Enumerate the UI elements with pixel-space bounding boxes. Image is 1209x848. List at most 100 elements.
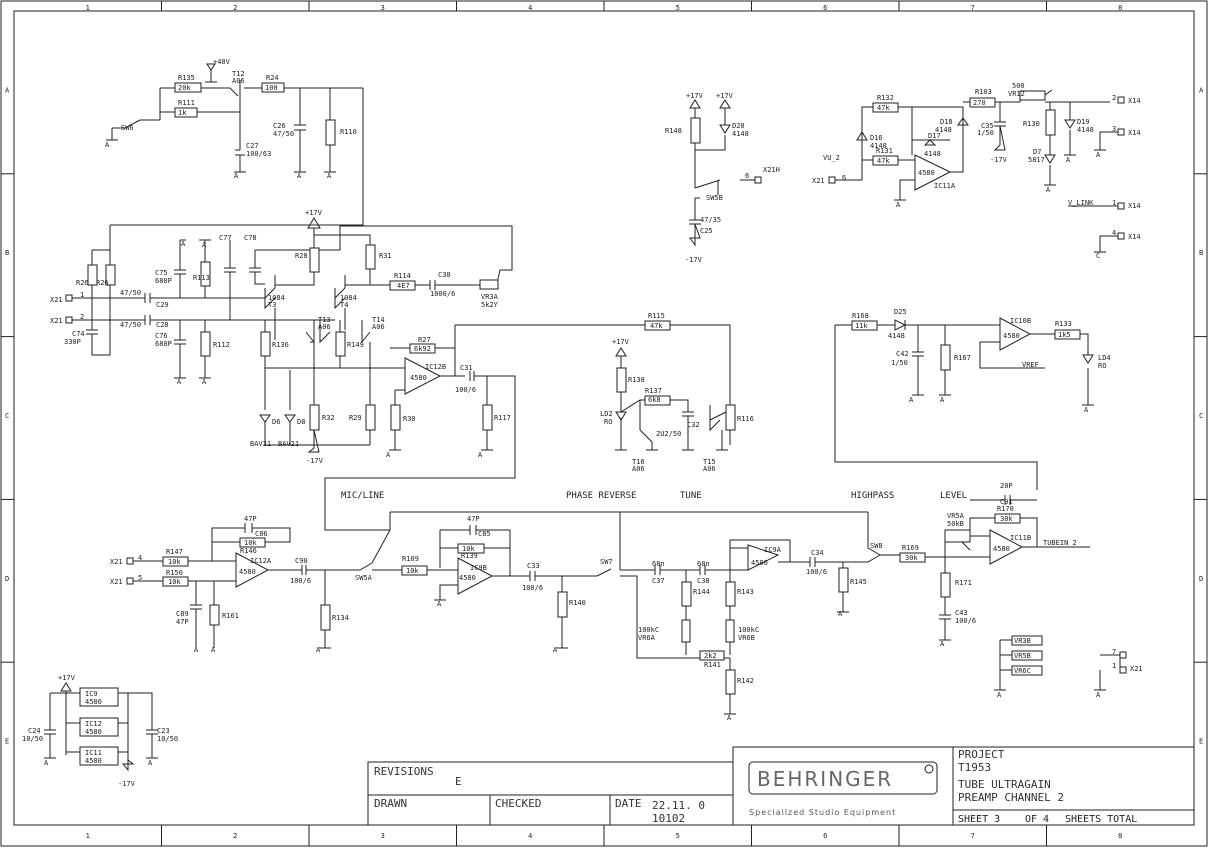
grid-column-label: 8	[1118, 832, 1122, 840]
x14-label: X14	[1128, 233, 1141, 241]
r112-ref: R112	[213, 341, 230, 349]
r167-ref: R167	[954, 354, 971, 362]
ic9b-val: 4580	[459, 574, 476, 582]
r26-ref: R26	[96, 279, 109, 287]
c76-ref: C76	[155, 332, 168, 340]
r31-ref: R31	[379, 252, 392, 260]
c42-ref: C42	[896, 350, 909, 358]
c74-ref: C74	[72, 330, 85, 338]
d19-ref: D19	[1077, 118, 1090, 126]
rail-label: +17V	[58, 674, 76, 682]
vr3b-ref: VR3B	[1014, 637, 1031, 645]
behringer-logo: BEHRINGER	[757, 767, 893, 791]
c32-ref: C32	[687, 421, 700, 429]
gnd: A	[553, 646, 558, 654]
project-name-1: TUBE ULTRAGAIN	[958, 778, 1051, 791]
sheet-number: SHEET 3	[958, 814, 1000, 825]
d16-val: 4148	[870, 142, 887, 150]
rail-label: +17V	[716, 92, 734, 100]
vu-block: VU_2 X21 6 R132 47k R131 47k D16 4148 IC…	[812, 82, 1141, 260]
d8-val: BAV21	[278, 440, 299, 448]
r161-ref: R161	[222, 612, 239, 620]
c85-val: 47P	[467, 515, 480, 523]
c26-val: 47/50	[273, 130, 294, 138]
pin: 5	[138, 574, 142, 582]
grid-column-label: 7	[971, 832, 975, 840]
r145-ref: R145	[850, 578, 867, 586]
section-highpass: HIGHPASS	[851, 491, 894, 501]
r110-ref: R110	[340, 128, 357, 136]
r116-ref: R116	[737, 415, 754, 423]
r133-ref: R133	[1055, 320, 1072, 328]
c75-ref: C75	[155, 269, 168, 277]
date-label: DATE	[615, 797, 642, 810]
vr12-val: 500	[1012, 82, 1025, 90]
rail-label: -17V	[990, 156, 1008, 164]
c29-ref: C29	[156, 301, 169, 309]
grid-column-label: 3	[381, 4, 385, 12]
rail-label: +48V	[213, 58, 231, 66]
d25-val: 4148	[888, 332, 905, 340]
sw5b-block: +17V +17V R148 D20 4148 6 X21H SW5B 47/3…	[665, 92, 780, 264]
c38-val: 68n	[697, 560, 710, 568]
t12-ref: T12	[232, 70, 245, 78]
vr12-ref: VR12	[1008, 90, 1025, 98]
rail-label: +17V	[305, 209, 323, 217]
pin: 2	[1112, 94, 1116, 102]
c26-ref: C26	[273, 122, 286, 130]
ic12-val: 4580	[85, 728, 102, 736]
grid-column-label: 1	[86, 832, 90, 840]
ic11-ref: IC11	[85, 749, 102, 757]
c28-val: 47/50	[120, 321, 141, 329]
pin: 7	[1112, 648, 1116, 656]
grid-column-label: 8	[1118, 4, 1122, 12]
c27-ref: C27	[246, 142, 259, 150]
gnd: A	[838, 610, 843, 618]
drawn-label: DRAWN	[374, 797, 407, 810]
pin: 1	[1112, 199, 1116, 207]
c25-ref: C25	[700, 227, 713, 235]
c43-ref: C43	[955, 609, 968, 617]
r148b-ref: R148	[665, 127, 682, 135]
r146-ref: R146	[240, 547, 257, 555]
sheet-of: OF 4	[1025, 814, 1049, 825]
x21-label: X21	[110, 578, 123, 586]
title-block[interactable]: REVISIONS E DRAWN CHECKED DATE 22.11. 0 …	[367, 746, 1195, 826]
r146-val: 10k	[244, 539, 257, 547]
c77-ref: C77	[219, 234, 232, 242]
grid-row-label: C	[1199, 412, 1203, 420]
gnd: A	[327, 172, 332, 180]
r142-ref: R142	[737, 677, 754, 685]
c29-val: 47/50	[120, 289, 141, 297]
input-stage: X21 X21 1 2 R26 R26 C74 330P 47/50 C29 4…	[50, 209, 731, 531]
r113-ref: R113	[193, 274, 210, 282]
x14-label: X14	[1128, 202, 1141, 210]
d17-val: 4148	[924, 150, 941, 158]
t13-val: A06	[318, 323, 331, 331]
c91-ref: C91	[1000, 498, 1013, 506]
r137-ref: R137	[645, 387, 662, 395]
r130-ref: R130	[1023, 120, 1040, 128]
pin: 1	[80, 291, 84, 299]
grid-column-label: 4	[528, 832, 532, 840]
d6-val: BAV21	[250, 440, 271, 448]
section-tune: TUNE	[680, 491, 702, 501]
vref-block: R168 11k D25 4148 C42 1/50 R167 A A IC10…	[834, 308, 1111, 490]
r111-ref: R111	[178, 99, 195, 107]
ic12b-val: 4580	[410, 374, 427, 382]
c90-ref: C90	[295, 557, 308, 565]
r168-val: 11k	[855, 322, 868, 330]
grid-column-label: 4	[528, 4, 532, 12]
r27-ref: R27	[418, 336, 431, 344]
c33-ref: C33	[527, 562, 540, 570]
vr5b-ref: VR5B	[1014, 652, 1031, 660]
grid-row-label: E	[5, 738, 9, 746]
r139-ref: R139	[461, 552, 478, 560]
gnd: A	[437, 600, 442, 608]
c38-ref: C38	[697, 577, 710, 585]
gnd: A	[1096, 151, 1101, 159]
ld4-val: RO	[1098, 362, 1106, 370]
date-value-2: 10102	[652, 812, 685, 825]
c86-val: 47P	[244, 515, 257, 523]
